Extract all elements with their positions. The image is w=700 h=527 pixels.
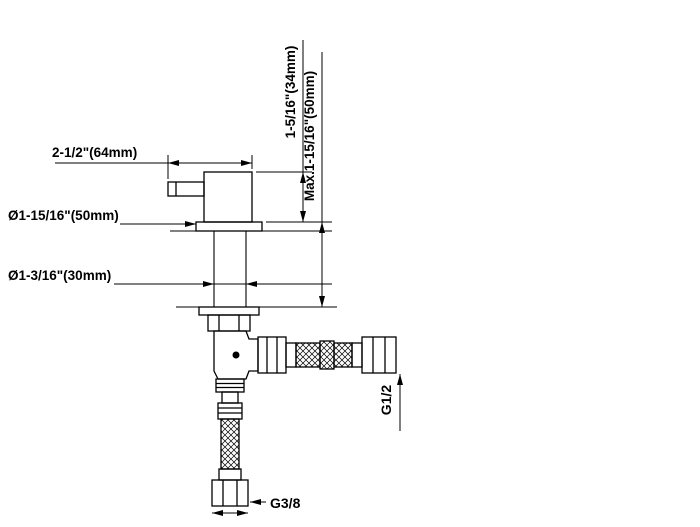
arrowhead-up (300, 172, 306, 183)
callout-side-thread (397, 374, 403, 431)
hose-collar (319, 340, 335, 370)
under-deck-valve (198, 306, 260, 380)
valve-body (213, 330, 259, 380)
arrowhead-left (250, 499, 261, 505)
arrowhead-up (319, 222, 325, 233)
dim-spout-reach (55, 155, 253, 179)
arrowhead-left (246, 281, 257, 287)
valve-center-dot (232, 351, 240, 359)
callout-shank-diameter (114, 281, 332, 287)
bottom-fitting-lower (217, 402, 243, 420)
base-flange (195, 221, 263, 232)
faucet-body (167, 171, 263, 232)
arrowhead-down (300, 211, 306, 222)
arrowhead-right (185, 221, 196, 227)
dim-max-deck-thickness (319, 52, 325, 307)
fitting-neck (221, 391, 239, 404)
arrowhead-right (241, 160, 252, 166)
callout-base-diameter (120, 221, 196, 227)
arrowhead-up (397, 374, 403, 385)
body-cylinder (203, 171, 253, 223)
braided-hose-vertical (220, 418, 240, 470)
spout-bar (167, 181, 205, 197)
arrowhead-left (212, 510, 223, 516)
arrowhead-left (168, 160, 179, 166)
arrowhead-right (203, 281, 214, 287)
side-hose-nut-outer (361, 336, 397, 374)
bottom-thread-label: G3/8 (270, 495, 301, 511)
ferrule (218, 468, 242, 481)
dim-height-above-deck (256, 40, 332, 223)
braided-hose-segment (333, 342, 353, 368)
mounting-nut (207, 314, 251, 332)
arrowhead-right (237, 510, 248, 516)
ferrule (285, 342, 297, 368)
base-diameter-label: Ø1-15/16"(50mm) (8, 208, 119, 223)
deck-section (170, 230, 337, 308)
shank-diameter-label: Ø1-3/16"(30mm) (8, 268, 111, 283)
side-hose-nut-inner (257, 336, 287, 374)
bottom-hose-nut (211, 479, 249, 507)
ferrule (351, 342, 363, 368)
callout-bottom-thread (212, 499, 266, 516)
dim-spout-reach-label: 2-1/2"(64mm) (52, 145, 137, 160)
braided-hose-segment (295, 342, 321, 368)
side-thread-label: G1/2 (378, 385, 394, 416)
dim-max-thickness-label: Max.1-15/16"(50mm) (302, 71, 317, 201)
bottom-fitting-upper (215, 378, 245, 393)
washer-plate (198, 306, 260, 316)
dim-height-label: 1-5/16"(34mm) (283, 46, 298, 139)
arrowhead-down (319, 296, 325, 307)
side-supply-hose (257, 336, 397, 374)
bottom-supply-hose (211, 378, 249, 507)
